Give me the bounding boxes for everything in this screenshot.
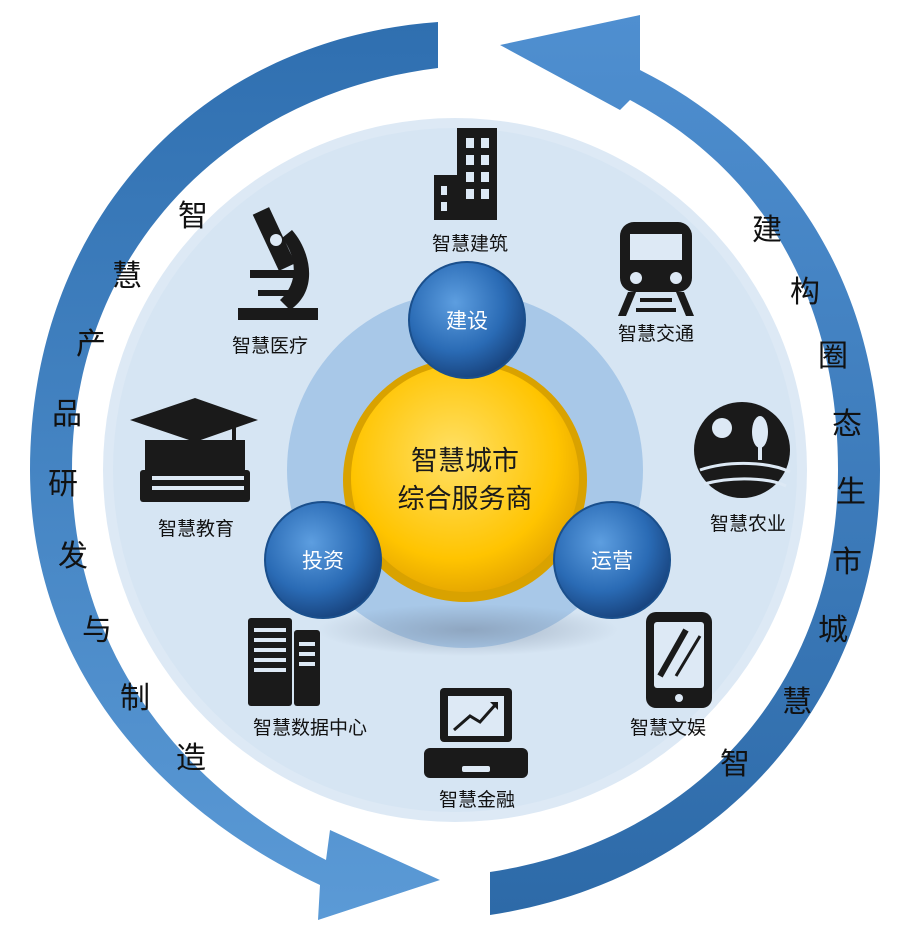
- agriculture-icon: [694, 402, 791, 498]
- left-arc-text: 智 慧 产 品 研 发 与 制 造: [48, 199, 208, 776]
- right-arc-char: 智: [720, 747, 750, 782]
- left-arc-char: 研: [48, 467, 78, 502]
- left-arc-char: 发: [58, 539, 88, 574]
- laptop-icon: [424, 688, 528, 778]
- left-arc-char: 品: [52, 397, 82, 432]
- graduation-icon: [130, 398, 258, 502]
- right-arc-char: 慧: [782, 685, 812, 720]
- left-arc-char: 与: [82, 613, 112, 648]
- center-label-line1: 智慧城市: [411, 446, 519, 477]
- sector-transport-label: 智慧交通: [618, 323, 694, 345]
- right-arc-text: 建 构 圈 态 生 市 城 慧 智: [720, 213, 866, 782]
- center-shadow: [318, 604, 618, 656]
- sector-medical-label: 智慧医疗: [232, 335, 308, 357]
- left-arc-char: 制: [120, 681, 150, 716]
- server-icon: [248, 618, 320, 706]
- right-arc-char: 市: [832, 545, 862, 580]
- right-arc-char: 构: [790, 275, 820, 310]
- left-arc-char: 产: [76, 327, 106, 362]
- right-arc-char: 生: [836, 475, 866, 510]
- right-cycle-arrow: [490, 15, 880, 915]
- sector-education-label: 智慧教育: [158, 518, 234, 540]
- left-cycle-arrow: [30, 22, 440, 920]
- right-arc-char: 建: [752, 213, 782, 248]
- node-construction-label: 建设: [446, 309, 488, 333]
- node-investment: 投资: [264, 501, 382, 619]
- node-operation-label: 运营: [591, 549, 633, 573]
- left-arc-char: 慧: [112, 259, 142, 294]
- right-arc-char: 圈: [818, 339, 848, 374]
- node-investment-label: 投资: [302, 549, 344, 573]
- building-icon: [434, 128, 497, 220]
- train-icon: [618, 222, 694, 316]
- sector-data-center-label: 智慧数据中心: [253, 717, 367, 739]
- tablet-icon: [646, 612, 712, 708]
- center-label-line2: 综合服务商: [398, 484, 533, 515]
- node-operation: 运营: [553, 501, 671, 619]
- sector-finance-label: 智慧金融: [439, 789, 515, 811]
- sector-entertainment-label: 智慧文娱: [630, 717, 706, 739]
- center-circle: [351, 364, 579, 592]
- left-arc-char: 智: [178, 199, 208, 234]
- sector-agriculture-label: 智慧农业: [710, 513, 786, 535]
- right-arc-char: 态: [832, 407, 862, 442]
- node-construction: 建设: [408, 261, 526, 379]
- right-arc-char: 城: [818, 613, 848, 648]
- left-arc-char: 造: [176, 741, 206, 776]
- sector-building-label: 智慧建筑: [432, 233, 508, 255]
- microscope-icon: [238, 207, 318, 320]
